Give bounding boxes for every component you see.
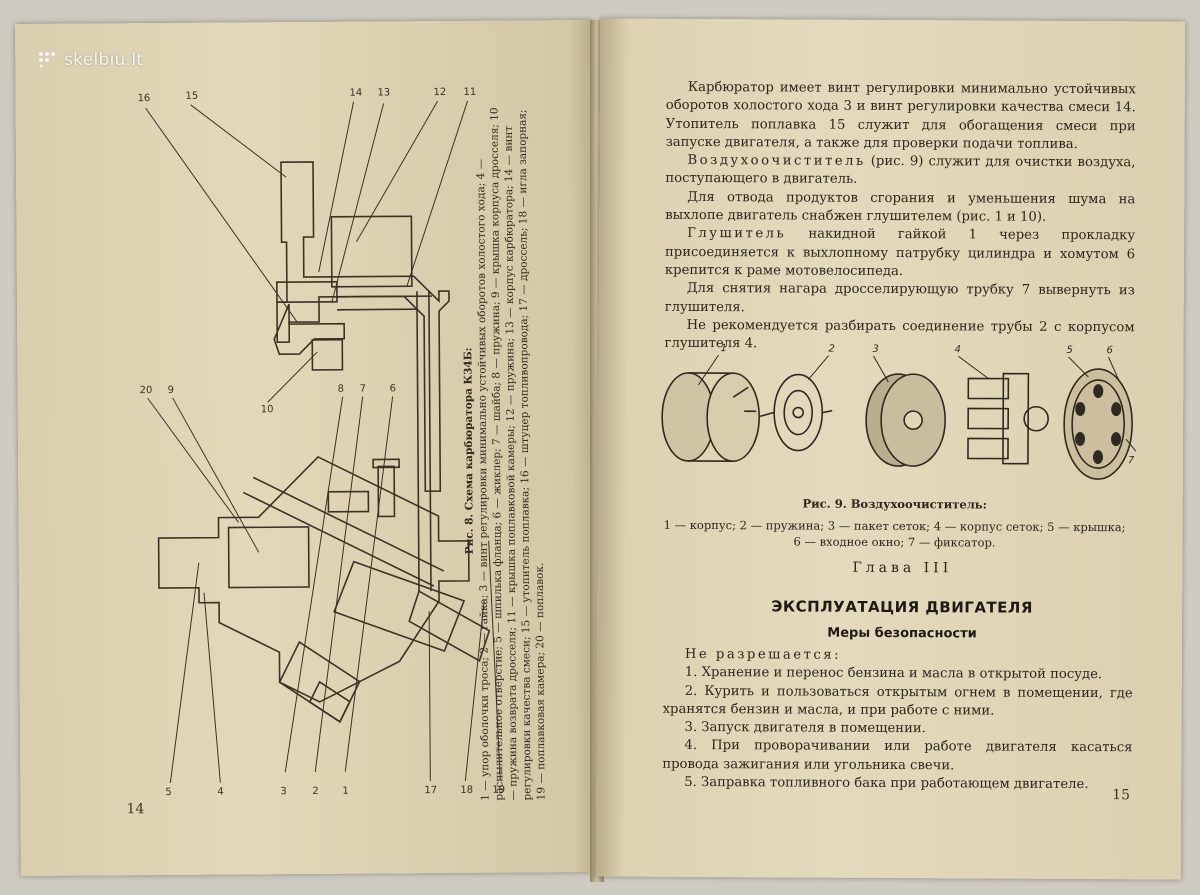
figure-9-legend-1: 1 — корпус; 2 — пружина; 3 — пакет сеток… xyxy=(663,517,1126,535)
carburetor-diagram: 16 15 14 13 12 11 10 20 9 8 7 6 5 4 3 2 … xyxy=(138,87,506,798)
fig9-label-6: 6 xyxy=(1106,345,1112,356)
term-air-filter: Воздухоочиститель xyxy=(687,153,866,170)
rule-item: 5. Заправка топливного бака при работающ… xyxy=(684,775,1089,793)
figure-9-caption: Рис. 9. Воздухоочиститель: 1 — корпус; 2… xyxy=(649,495,1139,552)
figure-8-caption: Рис. 8. Схема карбюратора К34Б: 1 — упор… xyxy=(460,100,547,800)
air-filter-mesh-housing xyxy=(967,372,1030,465)
fig9-label-1: 1 xyxy=(720,343,726,354)
callout-4: 4 xyxy=(217,787,223,798)
not-allowed-heading: Не разрешается: xyxy=(684,646,842,663)
rule-item: 2. Курить и пользоваться открытым огнем … xyxy=(662,683,1133,719)
fig9-label-4: 4 xyxy=(954,344,960,355)
right-page: Карбюратор имеет винт регулировки минима… xyxy=(595,18,1186,880)
fig9-label-2: 2 xyxy=(828,344,834,355)
callout-2: 2 xyxy=(312,786,318,797)
callout-18: 18 xyxy=(460,785,473,796)
callout-12: 12 xyxy=(433,87,446,98)
callout-11: 11 xyxy=(463,87,476,98)
callout-17: 17 xyxy=(424,785,437,796)
air-filter-figure: 1 2 3 4 5 6 7 xyxy=(661,343,1137,480)
page-number-left: 14 xyxy=(126,801,145,818)
callout-19: 19 xyxy=(492,785,505,796)
air-filter-cover xyxy=(1063,368,1133,480)
callout-1: 1 xyxy=(342,786,348,797)
callout-15: 15 xyxy=(186,91,199,102)
figure-9-legend-2: 6 — входное окно; 7 — фиксатор. xyxy=(793,534,996,550)
callout-20: 20 xyxy=(140,385,153,396)
fig9-label-5: 5 xyxy=(1066,345,1072,356)
callout-7: 7 xyxy=(360,384,366,395)
callout-16: 16 xyxy=(138,93,151,104)
air-filter-spring xyxy=(773,373,823,452)
left-page: 16 15 14 13 12 11 10 20 9 8 7 6 5 4 3 2 … xyxy=(15,19,598,877)
chapter-heading: Глава III xyxy=(852,559,953,577)
callout-13: 13 xyxy=(377,87,390,98)
callout-6: 6 xyxy=(390,383,396,394)
watermark-logo-icon xyxy=(39,52,55,67)
watermark-text: skelbiu.lt xyxy=(64,50,144,70)
fig9-label-7: 7 xyxy=(1128,455,1135,466)
paragraph-carbon: Для снятия нагара дросселирующую трубку … xyxy=(664,281,1135,315)
subsection-title: Меры безопасности xyxy=(827,625,977,642)
figure-8-legend: 1 — упор оболочки троса; 2 — гайка; 3 — … xyxy=(474,107,548,801)
paragraph-carburetor: Карбюратор имеет винт регулировки минима… xyxy=(665,79,1136,152)
rule-item: 1. Хранение и перенос бензина и масла в … xyxy=(684,665,1103,683)
site-watermark: skelbiu.lt xyxy=(38,50,143,70)
fig9-label-3: 3 xyxy=(872,344,878,355)
paragraph-air-filter: Воздухоочиститель (рис. 9) служит для оч… xyxy=(665,152,1135,191)
rule-item: 4. При проворачивании или работе двигате… xyxy=(662,738,1133,774)
callout-9: 9 xyxy=(168,385,174,396)
callout-14: 14 xyxy=(349,88,362,99)
callout-3: 3 xyxy=(280,786,286,797)
paragraph-muffler: Глушитель накидной гайкой 1 через прокла… xyxy=(665,225,1135,282)
term-muffler: Глушитель xyxy=(687,226,787,242)
section-title: ЭКСПЛУАТАЦИЯ ДВИГАТЕЛЯ xyxy=(771,597,1033,617)
callout-8: 8 xyxy=(338,384,344,395)
paragraph-exhaust: Для отвода продуктов сгорания и уменьшен… xyxy=(665,189,1136,225)
callout-10: 10 xyxy=(261,404,274,415)
callout-5: 5 xyxy=(165,787,171,798)
page-number-right: 15 xyxy=(1112,787,1131,804)
safety-rules: Не разрешается: 1. Хранение и перенос бе… xyxy=(662,646,1133,795)
figure-9-title: Рис. 9. Воздухоочиститель: xyxy=(802,496,987,512)
right-page-body: Карбюратор имеет винт регулировки минима… xyxy=(664,79,1136,356)
rule-item: 3. Запуск двигателя в помещении. xyxy=(684,720,926,737)
open-book: 16 15 14 13 12 11 10 20 9 8 7 6 5 4 3 2 … xyxy=(15,12,1188,884)
